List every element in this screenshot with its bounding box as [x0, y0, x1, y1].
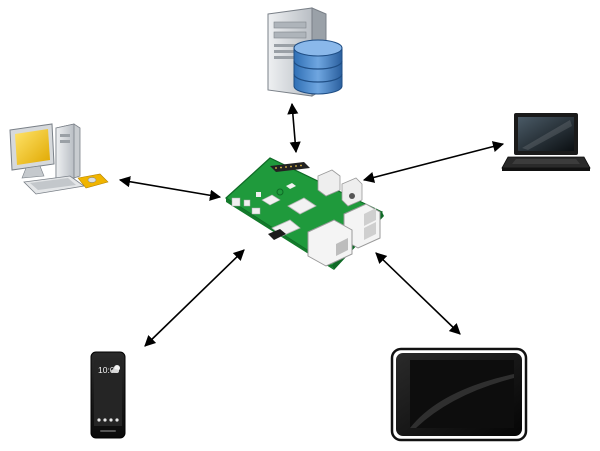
laptop-icon	[501, 113, 591, 171]
phone-clock: 10:08	[98, 365, 120, 375]
desktop-computer-icon	[9, 123, 109, 195]
tablet-icon	[390, 347, 528, 442]
database-server-icon	[267, 7, 343, 97]
arrow-hub-server	[287, 102, 301, 154]
single-board-computer-icon	[225, 157, 384, 270]
arrow-hub-smartphone	[144, 249, 245, 347]
smartphone-icon: 10:08	[90, 351, 126, 439]
database-cylinder-icon	[293, 39, 343, 95]
arrow-hub-laptop	[362, 141, 505, 183]
arrow-hub-tablet	[375, 252, 461, 335]
weather-icon	[111, 365, 120, 373]
dock-icons	[97, 418, 119, 422]
arrow-hub-desktop	[118, 176, 222, 201]
home-button	[100, 430, 116, 432]
connections	[118, 102, 505, 347]
